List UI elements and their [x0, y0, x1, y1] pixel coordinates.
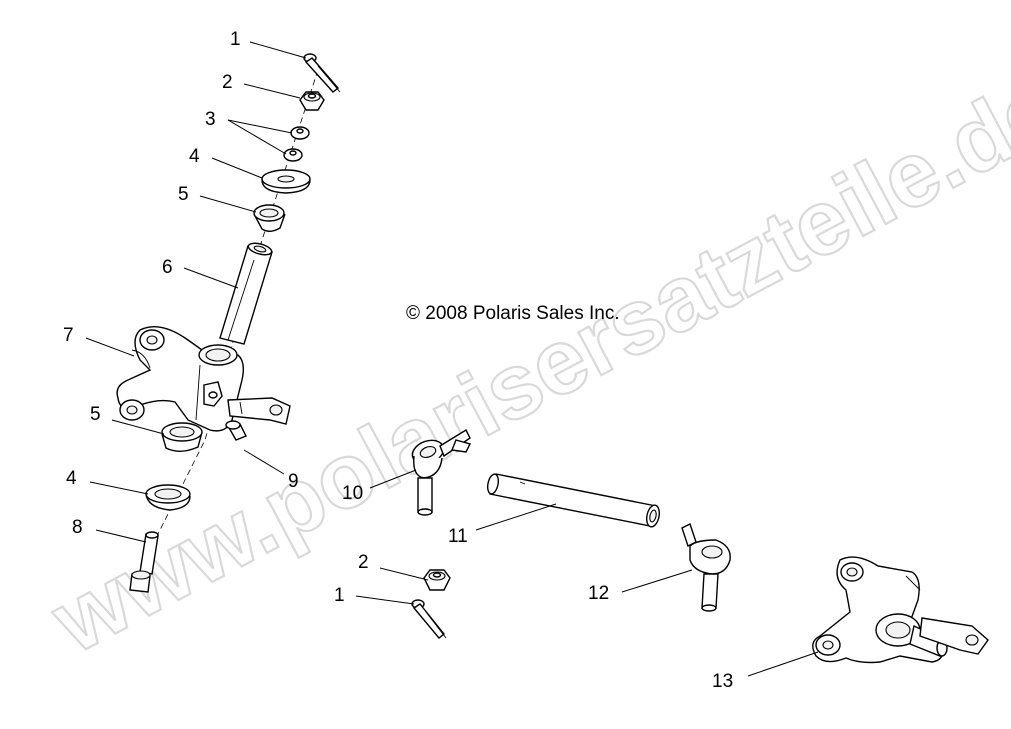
- tie-rod-end-right: [681, 523, 731, 612]
- washers: [283, 126, 310, 162]
- castle-nut-lower: [423, 569, 451, 591]
- seal-lower: [145, 484, 191, 511]
- callout-numbers: 1 2 3 4 5 6 7 5 4 8 9 10 11 2 1 12 13: [63, 29, 733, 692]
- spindle: [812, 556, 989, 664]
- steering-post-bracket: [116, 326, 291, 432]
- cotter-pin-lower: [411, 599, 447, 639]
- callout-1-top: 1: [230, 29, 241, 50]
- castle-nut-top: [299, 91, 325, 111]
- callout-7: 7: [63, 325, 74, 346]
- callout-2-top: 2: [222, 72, 233, 93]
- steering-sleeve: [219, 242, 273, 345]
- callout-2-lower: 2: [358, 552, 369, 573]
- leader-lines: [85, 41, 819, 677]
- callout-6: 6: [162, 257, 173, 278]
- callout-11: 11: [448, 526, 468, 547]
- callout-5-lower: 5: [90, 404, 101, 425]
- grease-plug: [225, 420, 247, 441]
- bushing-top: [253, 204, 286, 232]
- callout-1-lower: 1: [334, 585, 345, 606]
- bushing-lower: [161, 422, 203, 452]
- callout-12: 12: [588, 583, 609, 604]
- copyright-text: © 2008 Polaris Sales Inc.: [406, 303, 620, 324]
- tie-rod-end-left: [411, 429, 472, 516]
- callout-4-top: 4: [189, 146, 200, 167]
- callout-5-top: 5: [178, 184, 189, 205]
- callout-13: 13: [712, 671, 733, 692]
- callout-4-lower: 4: [66, 468, 77, 489]
- pivot-bolt: [129, 531, 159, 593]
- seal-top: [261, 169, 311, 194]
- cotter-pin-top: [303, 53, 341, 93]
- callout-9: 9: [288, 471, 299, 492]
- callout-8: 8: [72, 517, 83, 538]
- callout-3: 3: [205, 109, 216, 130]
- tie-rod-tube: [486, 473, 660, 528]
- callout-10: 10: [342, 483, 363, 504]
